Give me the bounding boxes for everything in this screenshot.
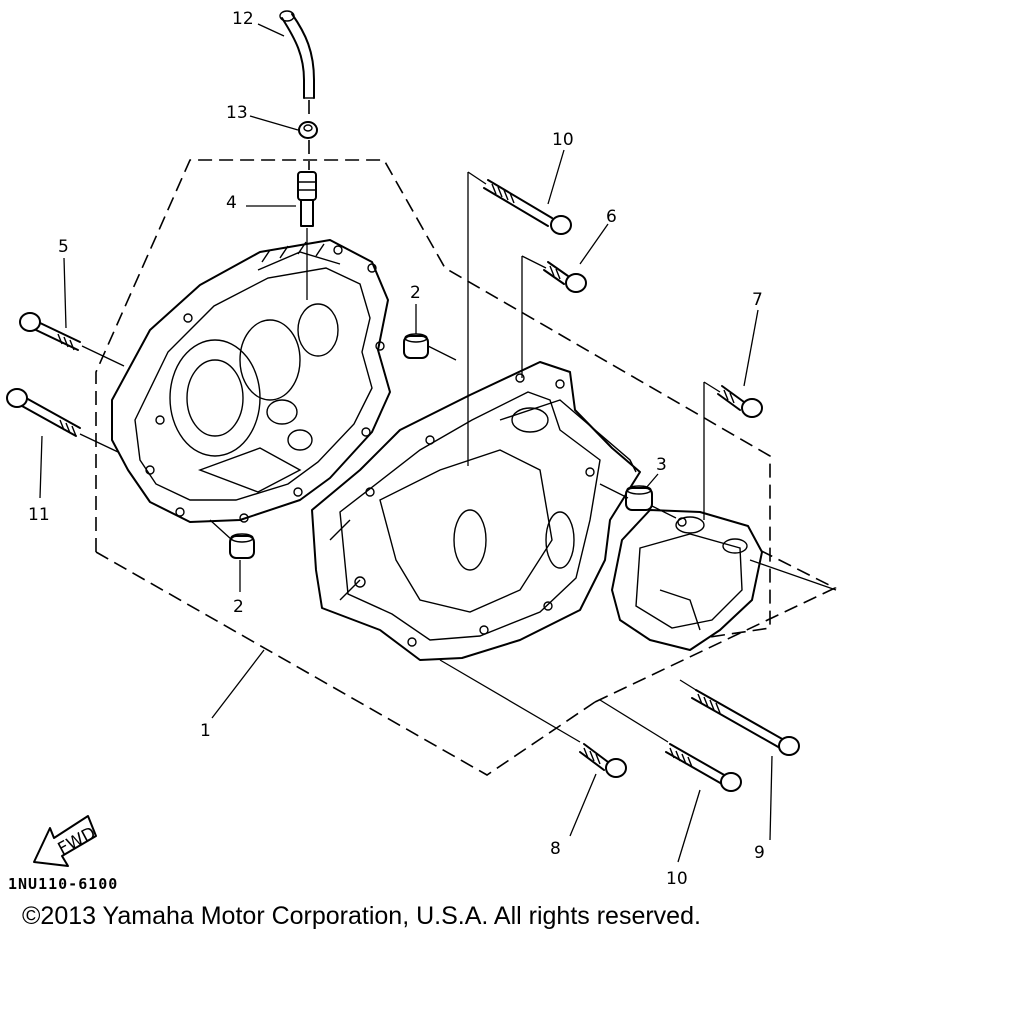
callout-10: 10 (552, 130, 574, 150)
copyright-notice: ©2013 Yamaha Motor Corporation, U.S.A. A… (22, 902, 701, 930)
callout-9: 5 (58, 237, 69, 257)
callout-leaders (39, 23, 773, 863)
callout-13: 12 (232, 9, 254, 29)
dowel-pin-upper (403, 333, 429, 359)
bolt-12 (6, 388, 119, 453)
bolt-7 (543, 261, 587, 293)
callout-7: 6 (606, 207, 617, 227)
bolt-5 (717, 385, 763, 418)
callout-5: 7 (752, 290, 763, 310)
callout-3: 3 (656, 455, 667, 475)
hose-axis-line (306, 100, 310, 300)
crankcase-cover (611, 509, 763, 651)
callout-8: 8 (550, 839, 561, 859)
hose-clip (298, 121, 318, 139)
callout-4: 4 (226, 193, 237, 213)
callout-6: 10 (666, 869, 688, 889)
callout-numbers: 12 13 4 10 6 5 2 7 3 11 2 1 8 9 10 (28, 9, 765, 889)
bolt-11 (691, 689, 800, 756)
callout-2-lower: 2 (233, 597, 244, 617)
bolt-guide-lines (209, 171, 837, 743)
drawing-code: 1NU110-6100 (8, 875, 118, 893)
bolt-10 (483, 179, 572, 235)
bolt-8 (579, 743, 627, 778)
callout-12: 11 (28, 505, 50, 525)
fwd-arrow-icon: FWD (33, 815, 99, 867)
dowel-pin-lower (229, 533, 255, 559)
left-crankcase-half (111, 239, 391, 523)
breather-nipple (297, 171, 317, 227)
right-crankcase-half (311, 361, 641, 661)
callout-11: 9 (754, 843, 765, 863)
bolt-9 (19, 312, 125, 367)
dowel-pin-right (625, 485, 653, 511)
callout-14: 13 (226, 103, 248, 123)
breather-hose (279, 10, 315, 99)
callout-2-upper: 2 (410, 283, 421, 303)
callout-1: 1 (200, 721, 211, 741)
bolt-6 (665, 743, 742, 792)
